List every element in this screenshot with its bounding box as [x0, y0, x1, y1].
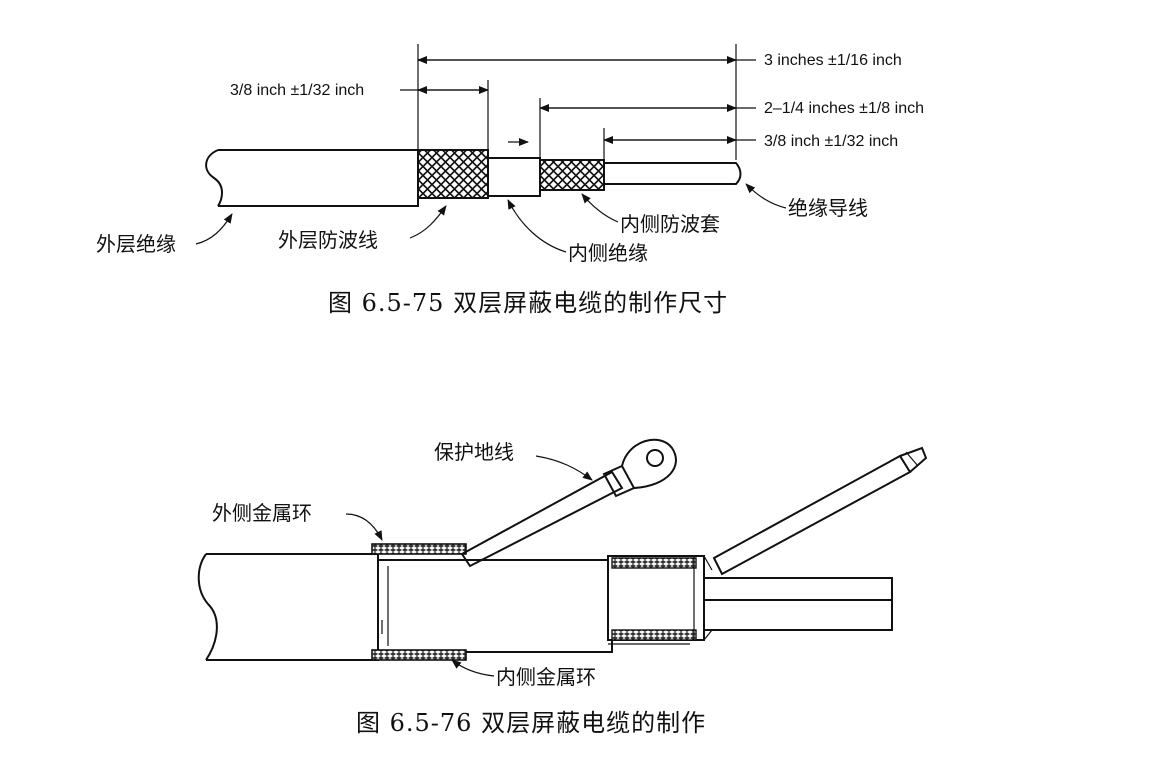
outer-metal-ring-top: [371, 543, 467, 555]
ground-lug-hole: [646, 449, 664, 467]
inner-shield-braid: [539, 159, 605, 191]
dimension-label-middle: 2–1/4 inches ±1/8 inch: [764, 100, 924, 117]
figure-1-labels: 外层绝缘 外层防波线 内侧绝缘 内侧防波套 绝缘导线: [96, 183, 868, 265]
label-ground-wire: 保护地线: [434, 440, 514, 464]
figure-2-labels: 保护地线 外侧金属环 内侧金属环: [212, 440, 596, 689]
second-ring-bottom: [611, 629, 697, 641]
label-inner-insulation: 内侧绝缘: [568, 241, 648, 265]
inner-metal-ring-bottom: [371, 649, 467, 661]
cable-cut-end: [205, 149, 223, 207]
label-outer-shield: 外层防波线: [278, 228, 378, 252]
label-outer-insulation: 外层绝缘: [96, 232, 176, 256]
ground-wire: [460, 470, 624, 568]
label-insulated-conductor: 绝缘导线: [788, 196, 868, 220]
jacket-cut-end: [197, 553, 218, 661]
dimension-label-right: 3/8 inch ±1/32 inch: [764, 133, 898, 150]
shield-lead-wire: [712, 446, 928, 576]
shield-section: [377, 559, 613, 653]
ground-wire-assembly: [460, 438, 677, 568]
outer-shield-braid: [417, 149, 489, 199]
inner-wire-lower: [699, 599, 893, 631]
outer-jacket: [206, 553, 379, 661]
inner-insulation-segment: [487, 157, 541, 197]
second-ring-body: [607, 555, 705, 641]
figure-2-cable: [197, 543, 893, 661]
ground-lug-crimp: [602, 464, 636, 498]
ground-ring-lug: [621, 438, 677, 489]
label-outer-metal-ring: 外侧金属环: [212, 501, 312, 525]
dimension-label-top: 3 inches ±1/16 inch: [764, 52, 902, 69]
figure-1-caption: 图 6.5-75 双层屏蔽电缆的制作尺寸: [328, 289, 728, 317]
insulated-conductor: [604, 162, 742, 185]
outer-insulation-segment: [218, 149, 419, 207]
inner-wire-upper: [699, 577, 893, 601]
dimension-label-left: 3/8 inch ±1/32 inch: [230, 82, 364, 99]
label-inner-shield: 内侧防波套: [620, 212, 720, 236]
figure-1-cable: [205, 149, 742, 207]
figure-1-dimensions: 3 inches ±1/16 inch 3/8 inch ±1/32 inch …: [230, 44, 924, 160]
label-inner-metal-ring: 内侧金属环: [496, 665, 596, 689]
figure-2-caption: 图 6.5-76 双层屏蔽电缆的制作: [356, 709, 706, 737]
second-ring-top: [611, 557, 697, 569]
